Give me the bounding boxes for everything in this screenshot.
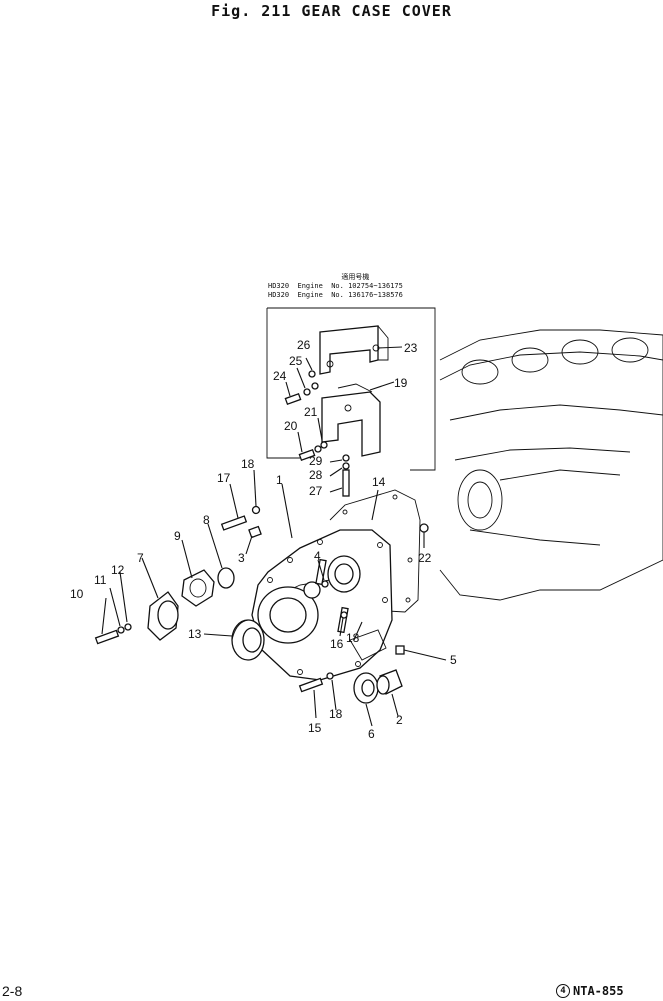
callout-7: 7 [137,551,144,565]
callout-16: 16 [330,637,344,651]
callout-22: 22 [418,551,432,565]
callout-8: 8 [203,513,210,527]
callout-23: 23 [404,341,418,355]
callout-29: 29 [309,454,323,468]
engine-range-box [267,307,436,471]
seal-6 [353,672,379,704]
sleeve-2 [376,669,403,695]
callout-15: 15 [308,721,322,735]
bolt-4 [315,558,329,588]
oil-seal-13 [231,619,265,661]
plug-5 [395,645,405,655]
engine-note-row: HD320 Engine No. 102754~136175 [268,282,403,290]
callout-13: 13 [188,627,202,641]
gear-case-cover-1 [251,529,393,681]
engine-note-heading: 適用号機 [341,273,370,281]
callout-24: 24 [273,369,287,383]
callout-5: 5 [450,653,457,667]
upper-fasteners [284,370,350,497]
callout-2: 2 [396,713,403,727]
callout-20: 20 [284,419,298,433]
callout-28: 28 [309,468,323,482]
catalog-code-text: NTA-855 [573,984,624,998]
callout-labels: 1 2 3 4 5 6 7 8 9 10 11 12 13 14 15 16 1… [70,338,457,741]
cover-7 [147,591,179,641]
bracket-23 [319,325,389,375]
catalog-code-mark: 4 [556,984,570,998]
callout-1: 1 [276,473,283,487]
bolt-17 [220,505,261,531]
leader-lines [101,346,447,727]
figure-title: Fig. 211 GEAR CASE COVER [211,2,452,20]
engine-note-row: HD320 Engine No. 136176~138576 [268,291,403,299]
callout-19: 19 [394,376,408,390]
callout-3: 3 [238,551,245,565]
bolt-10 [94,623,132,645]
callout-6: 6 [368,727,375,741]
callout-18: 18 [346,631,360,645]
page-number: 2-8 [2,983,23,999]
callout-27: 27 [309,484,323,498]
callout-12: 12 [111,563,125,577]
callout-4: 4 [314,549,321,563]
catalog-code: 4 NTA-855 [556,984,624,998]
callout-17: 17 [217,471,231,485]
bolt-15 [298,672,334,693]
callout-26: 26 [297,338,311,352]
callout-25: 25 [289,354,303,368]
gasket-9 [181,569,215,607]
engine-block [439,329,663,601]
plug-3 [248,525,262,539]
callout-14: 14 [372,475,386,489]
callout-18: 18 [241,457,255,471]
callout-9: 9 [174,529,181,543]
bracket-19 [321,383,381,457]
callout-11: 11 [94,573,107,587]
callout-21: 21 [304,405,318,419]
callout-10: 10 [70,587,84,601]
callout-18: 18 [329,707,343,721]
o-ring-8 [217,567,235,589]
